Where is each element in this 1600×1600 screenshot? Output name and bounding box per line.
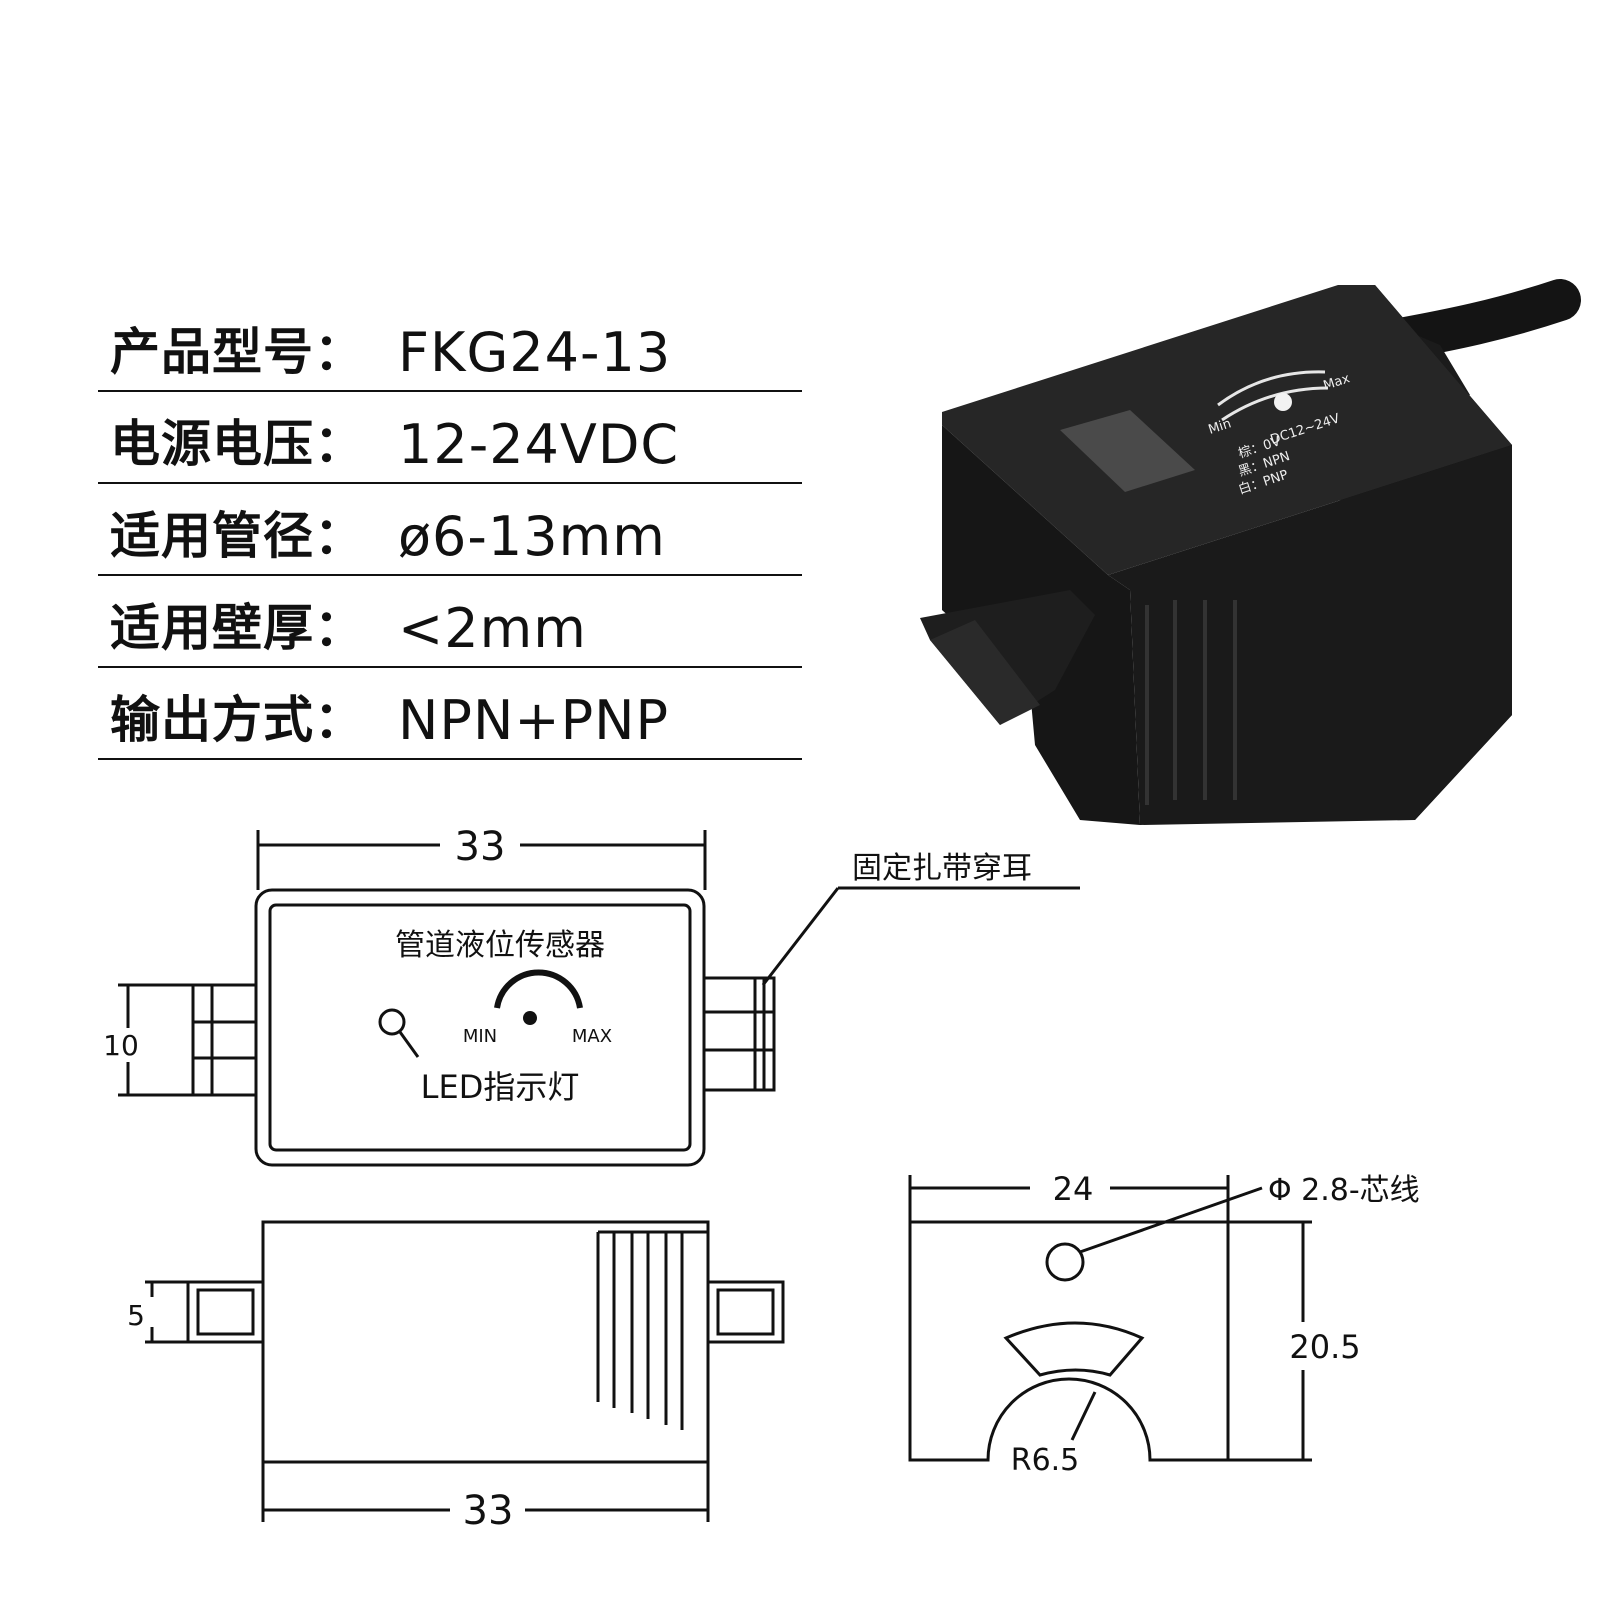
drawing-title: 管道液位传感器 bbox=[395, 928, 605, 963]
knob-arc-inner bbox=[1221, 386, 1329, 422]
spec-value: 12-24VDC bbox=[398, 413, 680, 476]
spec-row-pipe-diameter: 适用管径： ø6-13mm bbox=[98, 484, 802, 576]
spec-value: <2mm bbox=[398, 597, 587, 660]
spec-label: 电源电压： bbox=[110, 415, 365, 473]
side-height-dim: 5 bbox=[127, 1299, 145, 1332]
tie-ear-callout: 固定扎带穿耳 bbox=[852, 851, 1032, 886]
spec-row-wall-thickness: 适用壁厚： <2mm bbox=[98, 576, 802, 668]
knob-dot-icon bbox=[523, 1011, 537, 1025]
spec-row-model: 产品型号： FKG24-13 bbox=[98, 300, 802, 392]
spec-value: NPN+PNP bbox=[398, 689, 670, 752]
knob-arc bbox=[1217, 370, 1326, 407]
spec-label: 产品型号： bbox=[110, 323, 365, 381]
knob-max-label: MAX bbox=[572, 1026, 612, 1047]
side-width-dim: 33 bbox=[463, 1488, 514, 1534]
top-height-dim: 10 bbox=[103, 1029, 139, 1062]
sensor-top-face bbox=[942, 285, 1512, 575]
end-height-dim: 20.5 bbox=[1289, 1328, 1360, 1366]
tie-ear-tab bbox=[920, 590, 1095, 725]
led-window bbox=[1060, 410, 1195, 492]
spec-row-voltage: 电源电压： 12-24VDC bbox=[98, 392, 802, 484]
spec-value: ø6-13mm bbox=[398, 505, 666, 568]
spec-table: 产品型号： FKG24-13 电源电压： 12-24VDC 适用管径： ø6-1… bbox=[98, 300, 802, 760]
label-min: Min bbox=[1207, 416, 1234, 437]
spec-row-output: 输出方式： NPN+PNP bbox=[98, 668, 802, 760]
radius-dim: R6.5 bbox=[1011, 1443, 1080, 1478]
spec-label: 适用管径： bbox=[110, 507, 365, 565]
wire-hole-callout: Φ 2.8-芯线 bbox=[1268, 1173, 1420, 1208]
end-width-dim: 24 bbox=[1053, 1170, 1094, 1208]
sensor-front-right-face bbox=[1108, 445, 1512, 825]
spec-label: 适用壁厚： bbox=[110, 599, 365, 657]
spec-label: 输出方式： bbox=[110, 691, 365, 749]
top-width-dim: 33 bbox=[455, 824, 506, 870]
tie-ear-tab-inner bbox=[930, 620, 1040, 725]
knob-icon bbox=[1274, 393, 1292, 411]
led-indicator-label: LED指示灯 bbox=[421, 1068, 580, 1106]
knob-min-label: MIN bbox=[463, 1026, 497, 1047]
spec-value: FKG24-13 bbox=[398, 321, 672, 384]
